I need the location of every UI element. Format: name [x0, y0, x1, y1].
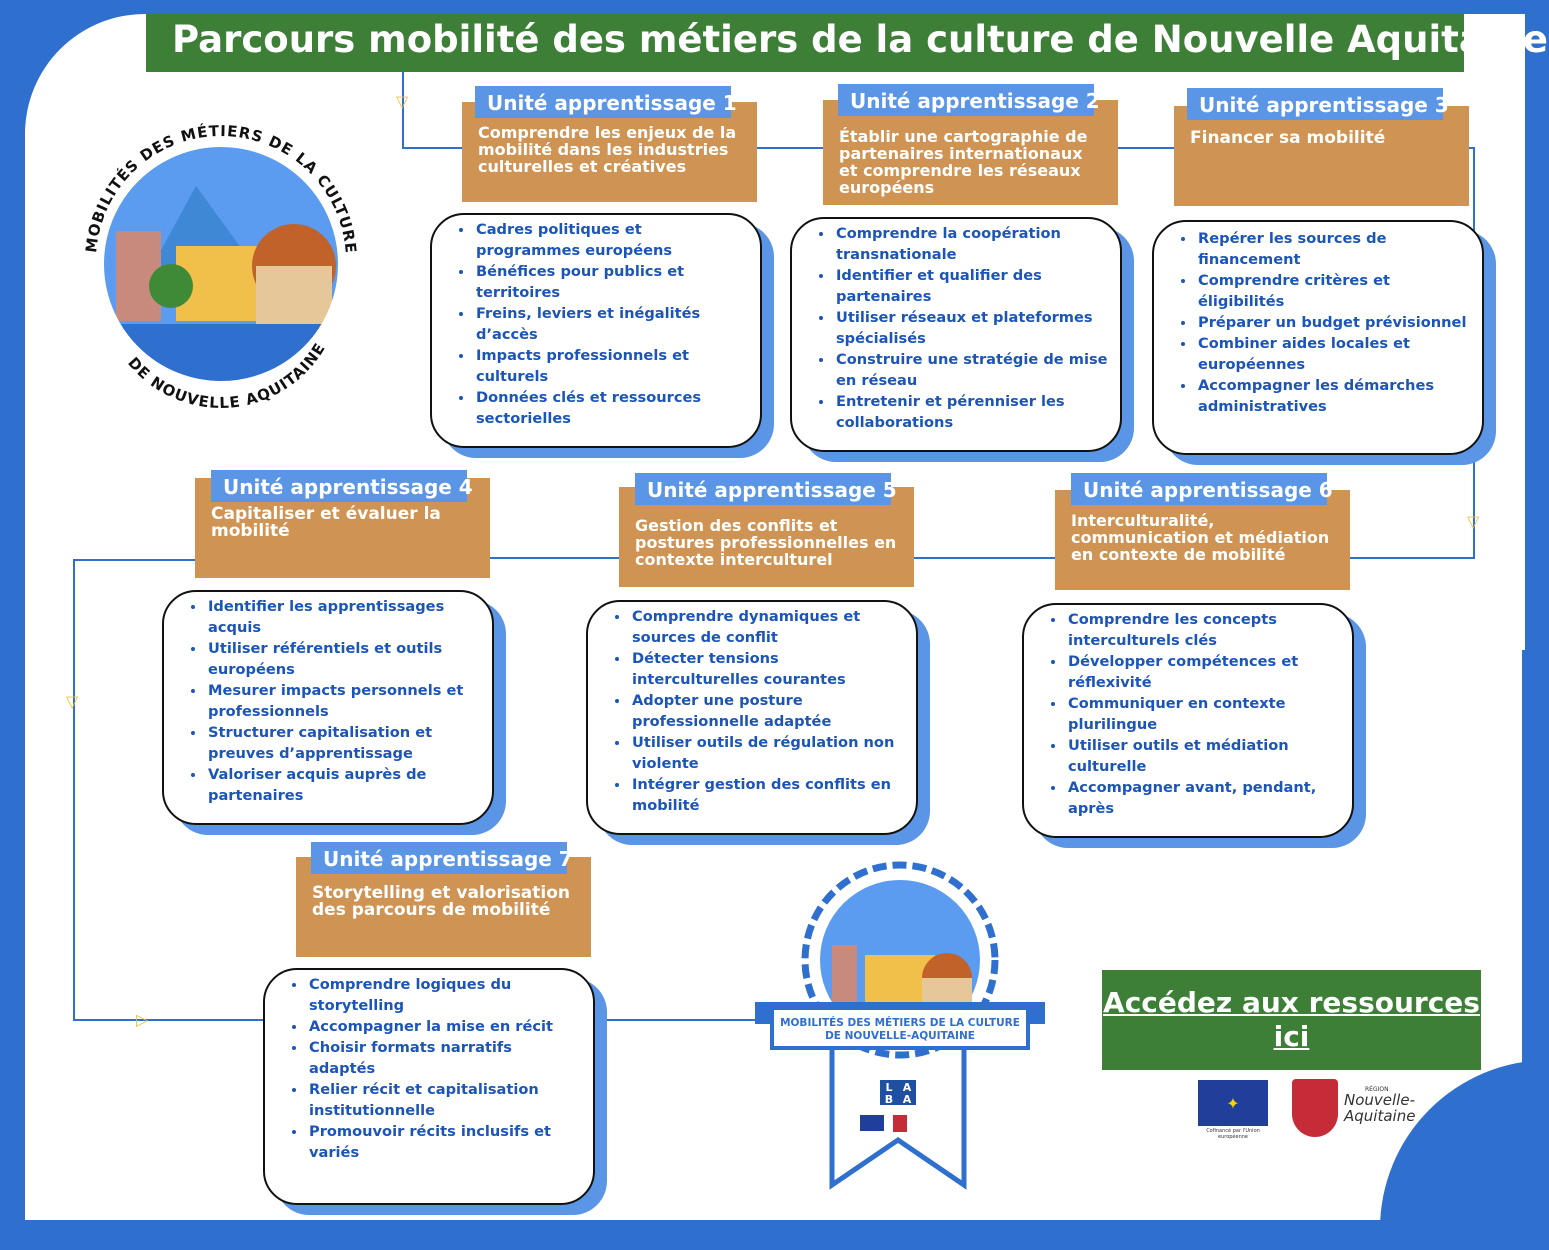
unit-4-card: Identifier les apprentissages acquisUtil…	[162, 590, 494, 825]
unit-2-card: Comprendre la coopération transnationale…	[790, 217, 1122, 452]
resources-link[interactable]: Accédez aux ressources ici	[1102, 970, 1481, 1070]
unit-2-title: Établir une cartographie de partenaires …	[823, 100, 1118, 205]
svg-text:L: L	[885, 1081, 892, 1094]
list-item: Identifier les apprentissages acquis	[206, 596, 482, 638]
list-item: Freins, leviers et inégalités d’accès	[474, 303, 750, 345]
unit-6-title: Interculturalité, communication et média…	[1055, 490, 1350, 590]
unit-3-card: Repérer les sources de financementCompre…	[1152, 220, 1484, 455]
svg-text:A: A	[903, 1093, 912, 1106]
svg-text:MOBILITÉS DES MÉTIERS DE LA CU: MOBILITÉS DES MÉTIERS DE LA CULTURE	[780, 1016, 1020, 1029]
list-item: Impacts professionnels et culturels	[474, 345, 750, 387]
list-item: Cadres politiques et programmes européen…	[474, 219, 750, 261]
region-label: RÉGION	[1365, 1086, 1389, 1093]
arrow-down-icon: ▽	[1467, 512, 1480, 531]
list-item: Construire une stratégie de mise en rése…	[834, 349, 1110, 391]
list-item: Comprendre dynamiques et sources de conf…	[630, 606, 906, 648]
eu-flag-logo: ✦	[1198, 1080, 1268, 1126]
unit-6-label: Unité apprentissage 6	[1071, 473, 1333, 505]
unit-5-card: Comprendre dynamiques et sources de conf…	[586, 600, 918, 835]
list-item: Choisir formats narratifs adaptés	[307, 1037, 583, 1079]
list-item: Utiliser référentiels et outils européen…	[206, 638, 482, 680]
list-item: Comprendre la coopération transnationale	[834, 223, 1110, 265]
unit-7-card: Comprendre logiques du storytellingAccom…	[263, 968, 595, 1205]
list-item: Données clés et ressources sectorielles	[474, 387, 750, 429]
list-item: Développer compétences et réflexivité	[1066, 651, 1342, 693]
unit-1-card: Cadres politiques et programmes européen…	[430, 213, 762, 448]
list-item: Accompagner la mise en récit	[307, 1016, 583, 1037]
unit-7-label: Unité apprentissage 7	[311, 842, 573, 874]
svg-text:A: A	[903, 1081, 912, 1094]
list-item: Relier récit et capitalisation instituti…	[307, 1079, 583, 1121]
unit-3-label: Unité apprentissage 3	[1187, 88, 1449, 120]
eu-caption: Cofinancé par l'Union européenne	[1206, 1128, 1260, 1140]
mobility-logo: MOBILITÉS DES MÉTIERS DE LA CULTURE DE N…	[82, 122, 359, 412]
list-item: Accompagner les démarches administrative…	[1196, 375, 1472, 417]
list-item: Utiliser outils de régulation non violen…	[630, 732, 906, 774]
list-item: Utiliser réseaux et plateformes spéciali…	[834, 307, 1110, 349]
list-item: Utiliser outils et médiation culturelle	[1066, 735, 1342, 777]
list-item: Structurer capitalisation et preuves d’a…	[206, 722, 482, 764]
region-shield-logo	[1292, 1079, 1338, 1137]
arrow-down-icon: ▽	[66, 692, 79, 711]
list-item: Promouvoir récits inclusifs et variés	[307, 1121, 583, 1163]
list-item: Mesurer impacts personnels et profession…	[206, 680, 482, 722]
unit-1-title: Comprendre les enjeux de la mobilité dan…	[462, 102, 757, 202]
list-item: Comprendre logiques du storytelling	[307, 974, 583, 1016]
list-item: Préparer un budget prévisionnel	[1196, 312, 1472, 333]
arrow-down-icon: ▽	[396, 92, 409, 111]
list-item: Détecter tensions interculturelles coura…	[630, 648, 906, 690]
list-item: Identifier et qualifier des partenaires	[834, 265, 1110, 307]
unit-4-label: Unité apprentissage 4	[211, 470, 473, 502]
list-item: Bénéfices pour publics et territoires	[474, 261, 750, 303]
unit-2-label: Unité apprentissage 2	[838, 84, 1100, 116]
unit-6-card: Comprendre les concepts interculturels c…	[1022, 603, 1354, 838]
list-item: Combiner aides locales et européennes	[1196, 333, 1472, 375]
region-name: Nouvelle-Aquitaine	[1344, 1091, 1416, 1125]
unit-3-title: Financer sa mobilité	[1174, 106, 1469, 206]
list-item: Communiquer en contexte plurilingue	[1066, 693, 1342, 735]
unit-5-label: Unité apprentissage 5	[635, 473, 897, 505]
svg-text:B: B	[885, 1093, 893, 1106]
list-item: Repérer les sources de financement	[1196, 228, 1472, 270]
list-item: Valoriser acquis auprès de partenaires	[206, 764, 482, 806]
unit-1-label: Unité apprentissage 1	[475, 86, 737, 118]
certification-badge: MOBILITÉS DES MÉTIERS DE LA CULTURE DE N…	[755, 861, 1045, 1190]
list-item: Adopter une posture professionnelle adap…	[630, 690, 906, 732]
list-item: Comprendre les concepts interculturels c…	[1066, 609, 1342, 651]
list-item: Accompagner avant, pendant, après	[1066, 777, 1342, 819]
svg-text:DE NOUVELLE-AQUITAINE: DE NOUVELLE-AQUITAINE	[825, 1030, 975, 1042]
arrow-right-icon: ▷	[136, 1010, 149, 1029]
list-item: Intégrer gestion des conflits en mobilit…	[630, 774, 906, 816]
list-item: Entretenir et pérenniser les collaborati…	[834, 391, 1110, 433]
list-item: Comprendre critères et éligibilités	[1196, 270, 1472, 312]
page-title: Parcours mobilité des métiers de la cult…	[146, 14, 1548, 72]
